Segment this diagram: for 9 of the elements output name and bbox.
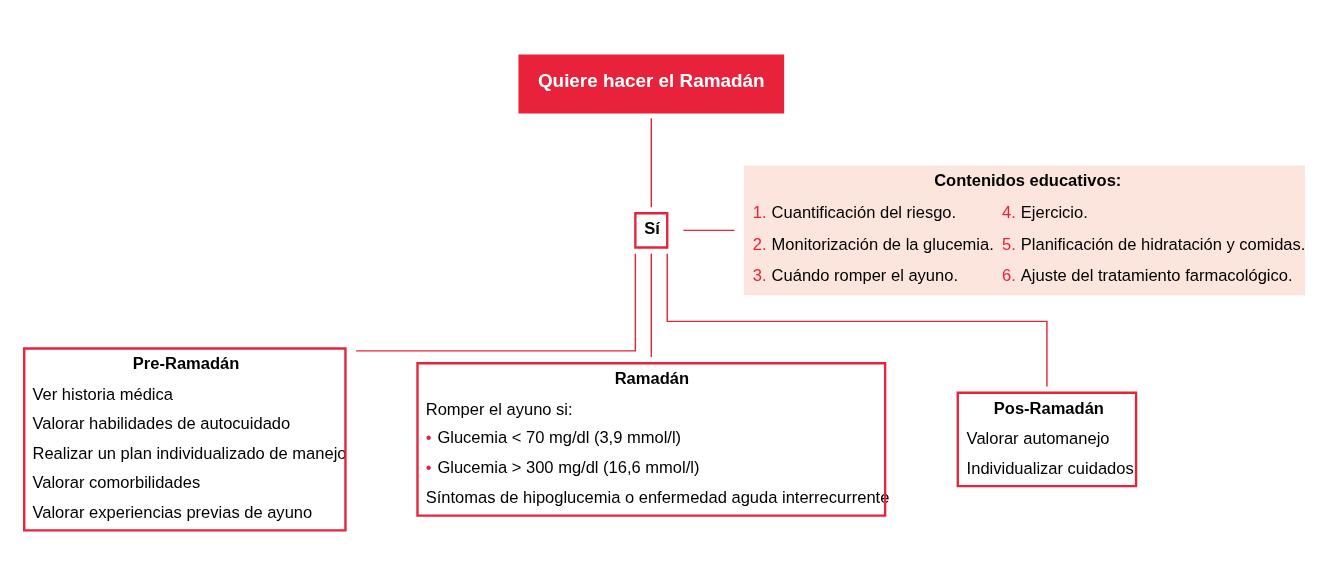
node-box: Pos-Ramadán Valorar automanejo Individualizar cuidados [956, 391, 1138, 487]
connector [355, 252, 637, 352]
connector [650, 117, 652, 208]
node-box: Contenidos educativos: 1. Cuantificación del riesgo. 4. Ejercicio. 2. Monitorización de la glucemia. 5. Planificación de hidratación y comidas. 3. Cuándo romper el ayuno. 6. Ajuste del tratamiento farmacológico. [744, 164, 1305, 295]
connector [650, 252, 652, 358]
connector [666, 252, 1048, 387]
node-box: Sí [634, 211, 669, 249]
node-box: Quiere hacer el Ramadán [518, 53, 785, 113]
connector [682, 229, 736, 231]
